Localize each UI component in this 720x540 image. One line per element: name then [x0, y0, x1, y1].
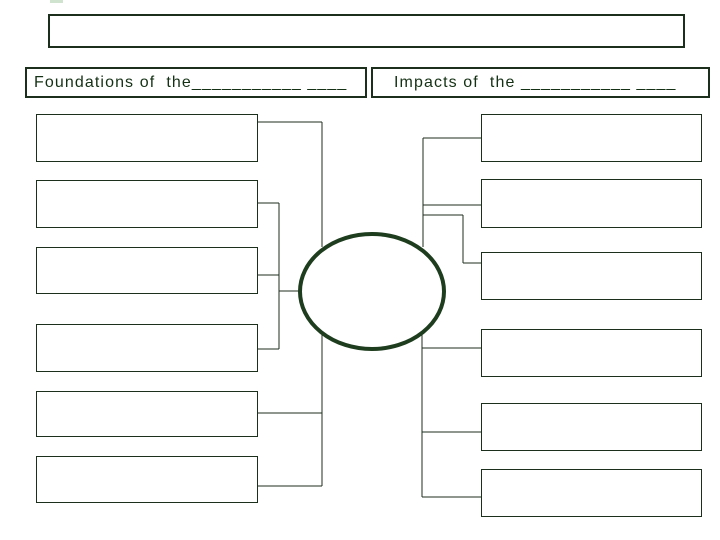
- impacts-header-label: Impacts of the ___________ ____: [394, 73, 677, 91]
- foundation-box-5[interactable]: [36, 391, 258, 437]
- impacts-header-box[interactable]: Impacts of the ___________ ____: [371, 67, 710, 98]
- impact-box-2[interactable]: [481, 179, 702, 228]
- foundation-box-4[interactable]: [36, 324, 258, 372]
- impact-box-4[interactable]: [481, 329, 702, 377]
- foundations-header-label: Foundations of the___________ ____: [34, 73, 348, 91]
- impact-box-5[interactable]: [481, 403, 702, 451]
- foundation-box-3[interactable]: [36, 247, 258, 294]
- scan-artifact-mark: [50, 0, 63, 3]
- foundations-header-box[interactable]: Foundations of the___________ ____: [25, 67, 367, 98]
- foundation-box-2[interactable]: [36, 180, 258, 228]
- center-topic-ellipse[interactable]: [298, 232, 446, 351]
- foundation-box-1[interactable]: [36, 114, 258, 162]
- impact-box-6[interactable]: [481, 469, 702, 517]
- foundation-box-6[interactable]: [36, 456, 258, 503]
- impact-box-3[interactable]: [481, 252, 702, 300]
- impact-box-1[interactable]: [481, 114, 702, 162]
- title-box[interactable]: [48, 14, 685, 48]
